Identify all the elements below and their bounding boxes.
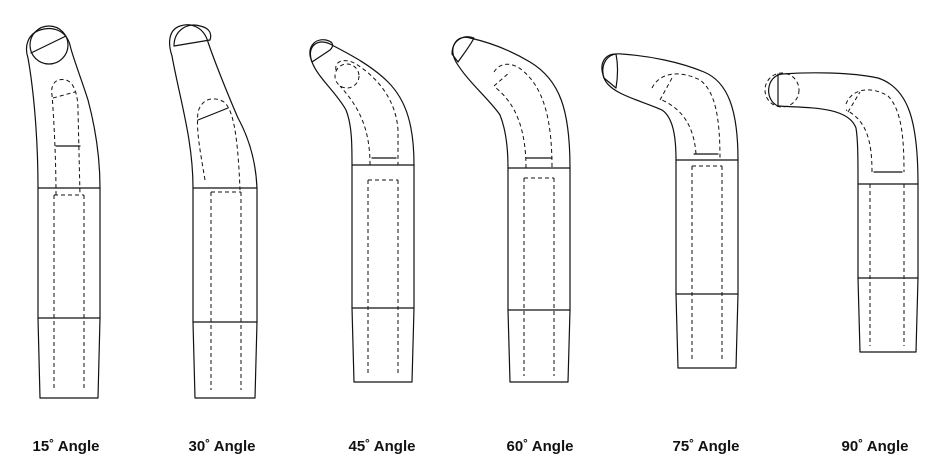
tool-15-tip-ball	[29, 25, 69, 65]
label-15-angle: 15˚ Angle	[33, 438, 100, 455]
tool-30-angle	[169, 24, 258, 399]
label-90-angle: 90˚ Angle	[842, 438, 909, 455]
tool-90-angle	[764, 72, 919, 353]
tool-45-outline	[309, 41, 415, 383]
tool-90-tip-ball	[764, 72, 800, 108]
tool-60-angle	[451, 36, 571, 383]
tool-90-outline	[768, 72, 919, 353]
tool-15-angle	[25, 25, 101, 399]
label-75-angle: 75˚ Angle	[673, 438, 740, 455]
tool-45-angle	[309, 39, 415, 383]
tool-75-angle	[601, 53, 739, 369]
label-60-angle: 60˚ Angle	[507, 438, 574, 455]
tool-30-outline	[169, 24, 258, 399]
tool-60-outline	[452, 36, 571, 383]
label-45-angle: 45˚ Angle	[349, 438, 416, 455]
label-30-angle: 30˚ Angle	[189, 438, 256, 455]
tool-75-outline	[602, 53, 739, 369]
tool-15-outline	[25, 27, 101, 399]
